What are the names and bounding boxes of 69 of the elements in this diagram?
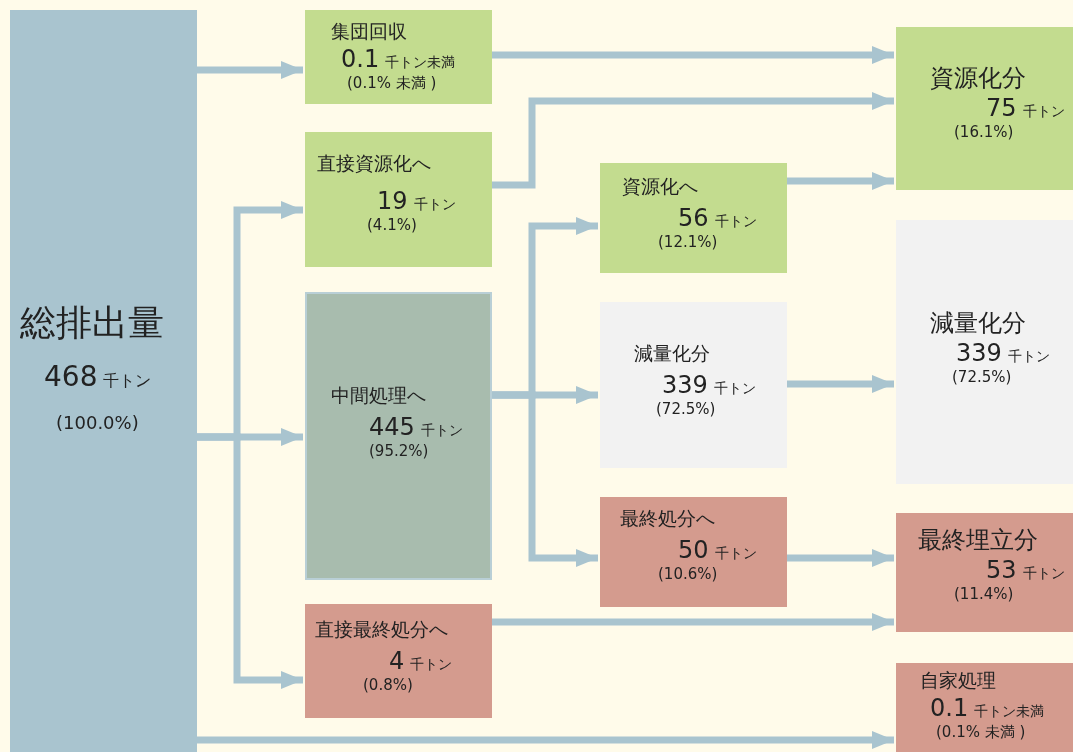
value-number: 4: [389, 645, 405, 676]
unit-label: 千トン: [413, 195, 456, 214]
value-number: 56: [678, 202, 709, 233]
unit-label: 千トン: [1007, 348, 1050, 366]
flow-box: [600, 497, 787, 607]
flow-box: [896, 663, 1073, 752]
flow-box: [305, 132, 492, 267]
node-title: 中間処理へ: [331, 384, 426, 408]
percent-label: (95.2%): [369, 441, 429, 461]
flow-arrow: [787, 172, 894, 190]
flow-box: [305, 604, 492, 718]
node-title: 資源化分: [930, 63, 1026, 93]
flow-box: [600, 302, 787, 468]
unit-label: 千トン未満: [385, 53, 456, 72]
value-number: 75: [986, 93, 1017, 123]
flow-arrow: [197, 61, 303, 79]
flow-arrow: [197, 731, 894, 749]
flow-arrow: [197, 433, 303, 689]
percent-label: (72.5%): [952, 368, 1012, 387]
node-title: 最終埋立分: [918, 525, 1038, 555]
flow-box: [896, 27, 1073, 190]
flow-arrow: [492, 391, 598, 567]
percent-label: (10.6%): [658, 564, 718, 584]
node-title: 総排出量: [20, 301, 164, 345]
flow-box: [600, 163, 787, 273]
unit-label: 千トン: [410, 655, 453, 674]
percent-label: (16.1%): [954, 123, 1014, 142]
flow-box: [305, 10, 492, 104]
node-title: 自家処理: [920, 669, 996, 693]
node-title: 減量化分: [634, 342, 710, 366]
unit-label: 千トン: [103, 371, 152, 391]
unit-label: 千トン: [420, 421, 463, 440]
flow-arrow: [787, 549, 894, 567]
node-title: 減量化分: [930, 308, 1026, 338]
flow-box: [10, 10, 197, 752]
value-number: 468: [44, 359, 98, 394]
node-title: 資源化へ: [622, 175, 698, 199]
percent-label: (0.1% 未満 ): [936, 722, 1026, 742]
unit-label: 千トン: [713, 379, 756, 398]
flow-arrow: [492, 613, 894, 631]
value-number: 19: [377, 185, 408, 216]
value-number: 50: [678, 534, 709, 565]
value-number: 339: [956, 338, 1002, 368]
flow-arrow: [492, 92, 894, 189]
node-title: 最終処分へ: [620, 507, 715, 531]
percent-label: (72.5%): [656, 399, 716, 419]
node-title: 集団回収: [331, 20, 407, 44]
value-number: 0.1: [930, 692, 969, 723]
value-number: 339: [662, 369, 708, 400]
node-title: 直接最終処分へ: [315, 618, 448, 642]
flow-box: [305, 292, 492, 580]
node-title: 直接資源化へ: [317, 152, 431, 176]
percent-label: (0.8%): [363, 675, 413, 695]
percent-label: (100.0%): [56, 412, 139, 435]
percent-label: (12.1%): [658, 232, 718, 252]
value-number: 445: [369, 411, 415, 442]
value-number: 53: [986, 555, 1017, 585]
flow-box: [896, 513, 1073, 632]
unit-label: 千トン: [1022, 103, 1065, 121]
percent-label: (4.1%): [367, 215, 417, 235]
percent-label: (11.4%): [954, 585, 1014, 604]
unit-label: 千トン未満: [974, 702, 1045, 721]
unit-label: 千トン: [1022, 565, 1065, 583]
unit-label: 千トン: [714, 212, 757, 231]
unit-label: 千トン: [714, 544, 757, 563]
flow-arrow: [787, 375, 894, 393]
value-number: 0.1: [341, 43, 380, 74]
flow-arrow: [492, 46, 894, 64]
percent-label: (0.1% 未満 ): [347, 73, 437, 93]
